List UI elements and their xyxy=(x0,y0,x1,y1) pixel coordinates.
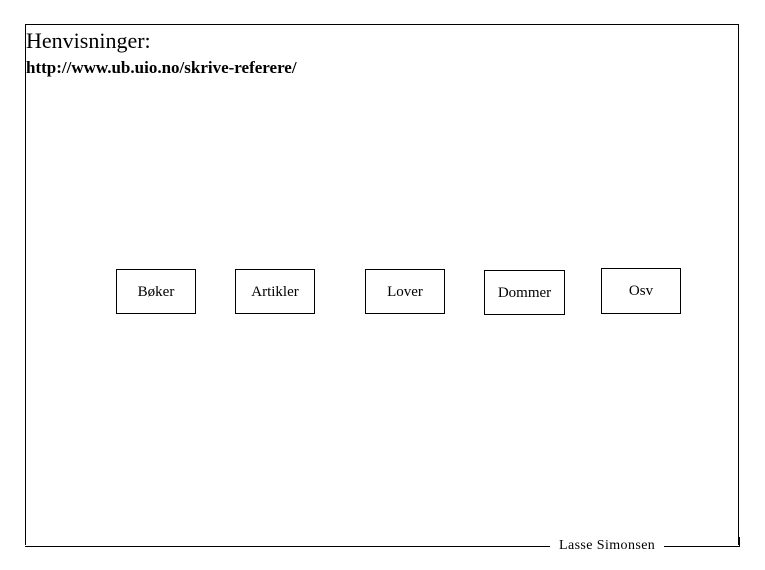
category-label: Dommer xyxy=(497,284,552,301)
page-title: Henvisninger: xyxy=(26,28,151,53)
frame-right-edge-tick xyxy=(739,537,740,547)
category-label: Osv xyxy=(628,283,654,299)
footer-author: Lasse Simonsen xyxy=(559,537,656,553)
category-box-dommer[interactable]: Dommer xyxy=(484,270,565,315)
footer-divider-left xyxy=(25,546,550,547)
category-box-boker[interactable]: Bøker xyxy=(116,269,196,314)
reference-url: http://www.ub.uio.no/skrive-referere/ xyxy=(26,58,297,77)
category-box-osv[interactable]: Osv xyxy=(601,268,681,314)
footer-rule: Lasse Simonsen xyxy=(25,537,740,552)
heading-block: Henvisninger: http://www.ub.uio.no/skriv… xyxy=(26,28,686,79)
category-box-artikler[interactable]: Artikler xyxy=(235,269,315,314)
footer-divider-right xyxy=(664,546,740,547)
category-label: Lover xyxy=(387,283,423,300)
category-box-lover[interactable]: Lover xyxy=(365,269,445,314)
category-label: Artikler xyxy=(251,283,299,300)
category-label: Bøker xyxy=(137,283,175,300)
